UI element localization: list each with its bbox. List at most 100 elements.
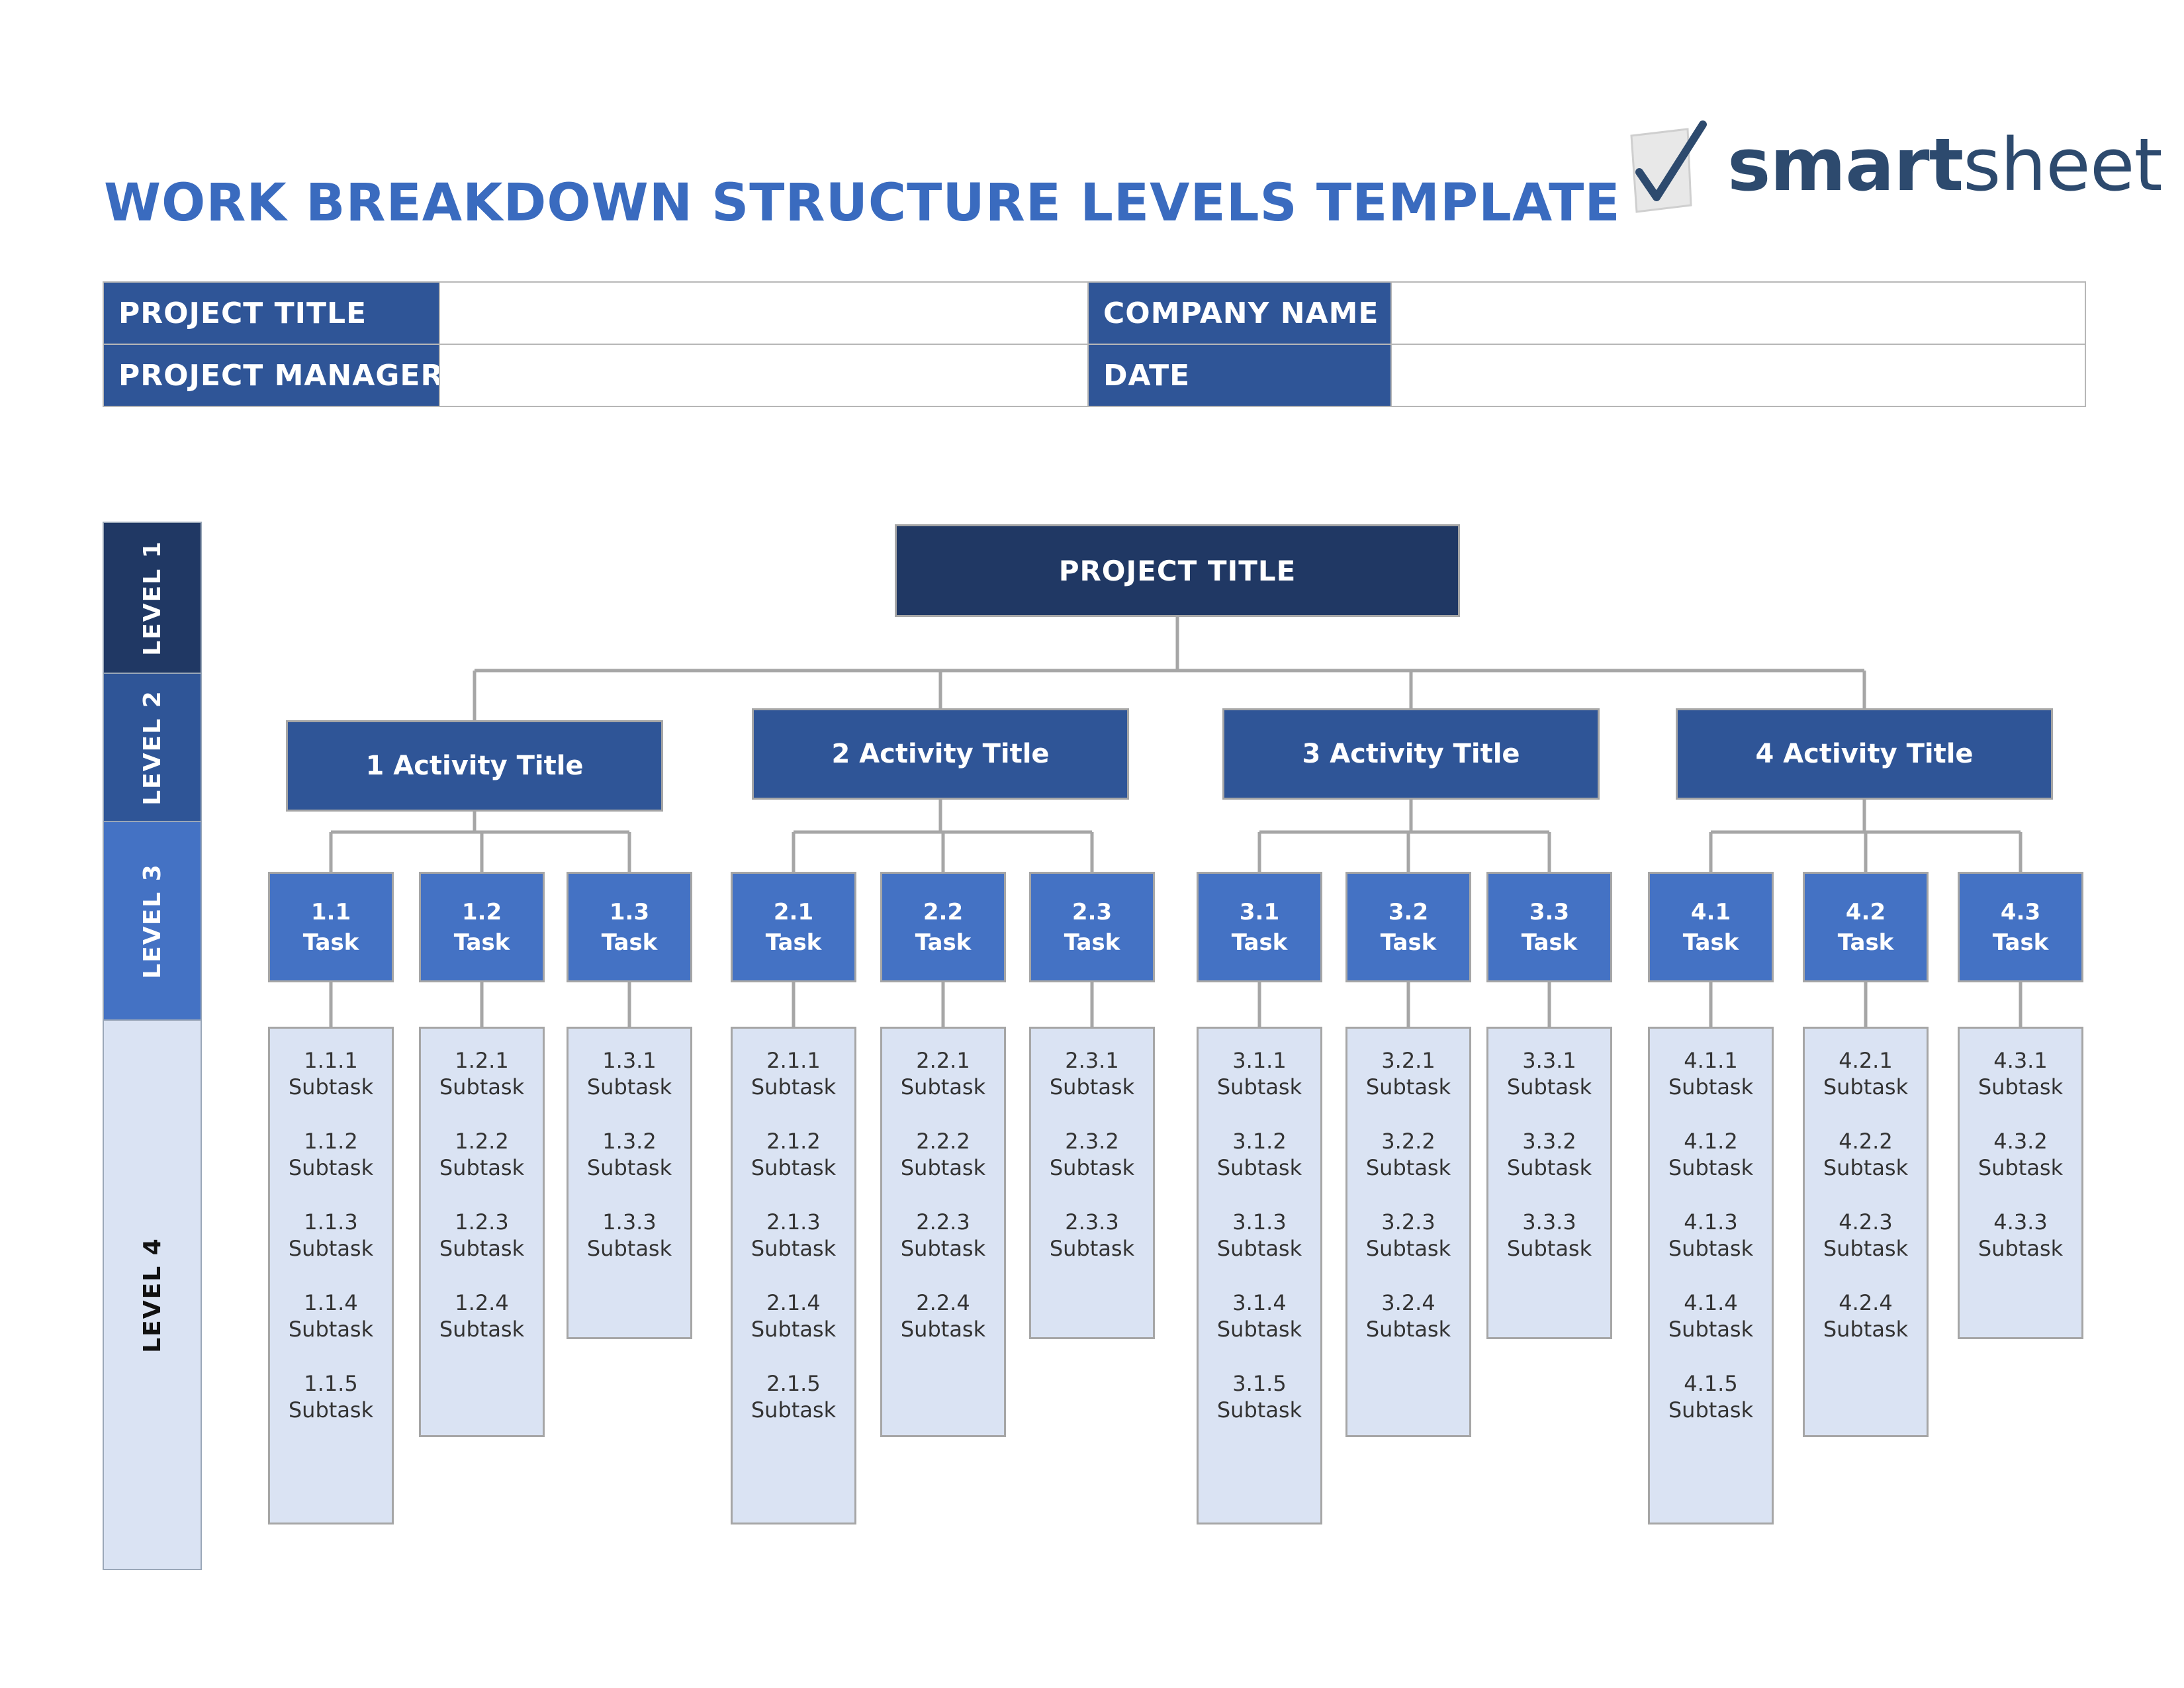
date-field[interactable] (1390, 344, 2086, 407)
task-number: 3.3 (1529, 898, 1570, 925)
subtask-label: Subtask (751, 1074, 837, 1100)
subtask-number: 1.3.3 (602, 1209, 657, 1235)
level-4-band: LEVEL 4 (103, 1019, 202, 1570)
task-number: 1.1 (310, 898, 351, 925)
task-label: Task (1380, 929, 1437, 956)
subtask-label: Subtask (1668, 1236, 1754, 1261)
subtask-label: Subtask (1668, 1155, 1754, 1180)
subtask-label: Subtask (1216, 1236, 1302, 1261)
subtask-label: Subtask (1823, 1236, 1909, 1261)
subtask-number: 1.2.3 (455, 1209, 509, 1235)
root-project-title[interactable]: PROJECT TITLE (895, 524, 1460, 617)
subtask-number: 4.1.1 (1684, 1048, 1738, 1073)
company-name-field[interactable] (1390, 281, 2086, 345)
subtask-number: 1.1.2 (304, 1129, 358, 1154)
subtask-number: 2.1.5 (766, 1371, 821, 1396)
task-label: Task (765, 929, 822, 956)
project-title-field[interactable] (439, 281, 1089, 345)
activity-box-3[interactable]: 3 Activity Title (1222, 708, 1600, 800)
activity-box-2[interactable]: 2 Activity Title (752, 708, 1129, 800)
subtask-label: Subtask (586, 1074, 672, 1100)
task-label: Task (1682, 929, 1739, 956)
task-number: 3.2 (1388, 898, 1429, 925)
task-number: 2.3 (1071, 898, 1113, 925)
subtask-number: 3.1.3 (1232, 1209, 1287, 1235)
subtask-label: Subtask (1049, 1074, 1135, 1100)
subtask-label: Subtask (751, 1155, 837, 1180)
activity-box-1[interactable]: 1 Activity Title (286, 720, 663, 812)
subtask-label: Subtask (1823, 1074, 1909, 1100)
subtask-label: Subtask (1049, 1236, 1135, 1261)
subtask-label: Subtask (1978, 1236, 2064, 1261)
activity-box-4[interactable]: 4 Activity Title (1676, 708, 2053, 800)
subtask-label: Subtask (586, 1236, 672, 1261)
level-3-band: LEVEL 3 (103, 821, 202, 1021)
